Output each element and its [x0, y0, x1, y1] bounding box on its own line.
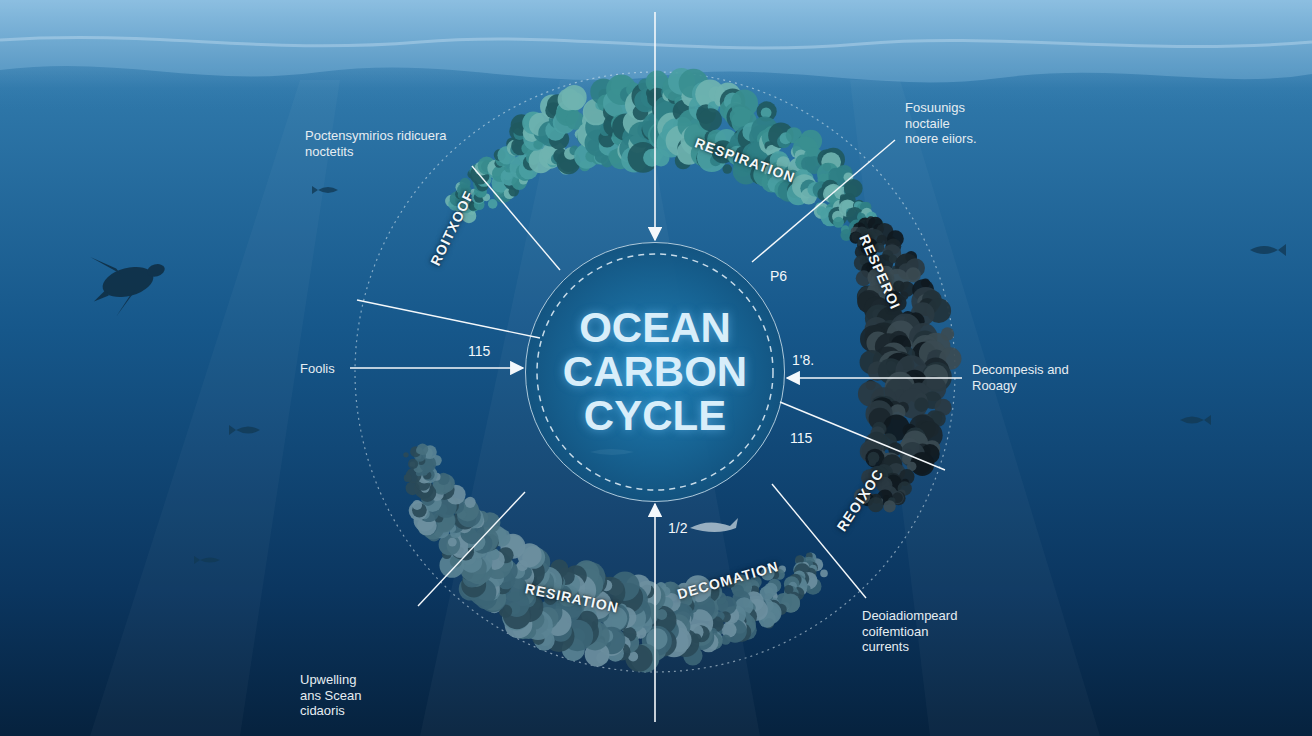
- coral-blob: [761, 107, 772, 118]
- leader-lines: [357, 140, 945, 606]
- surface-wave: [0, 0, 1312, 82]
- coral-blob: [833, 217, 844, 228]
- process-label: REOIXOC: [833, 466, 886, 534]
- water-surface: [0, 0, 1312, 110]
- coral-blob: [465, 497, 476, 508]
- coral-blob: [723, 164, 733, 174]
- coral-blob: [403, 452, 408, 457]
- coral-blob: [460, 178, 471, 189]
- flow-arrow: [350, 367, 523, 369]
- cycle-core: OCEAN CARBON CYCLE: [525, 242, 785, 502]
- coral-blob: [869, 459, 876, 466]
- coral-blob: [448, 538, 457, 547]
- inner-ring: [537, 254, 773, 490]
- leader-line: [357, 300, 540, 338]
- coral-blob: [914, 398, 928, 412]
- core-disc: [525, 242, 785, 502]
- surface-wave: [0, 38, 1312, 48]
- callout-number: 1'8.: [792, 352, 814, 368]
- flow-arrow: [654, 12, 656, 240]
- leader-line: [780, 402, 945, 470]
- callout-number: 115: [790, 430, 812, 446]
- process-label: RESPEROI: [856, 232, 903, 312]
- flow-arrow: [787, 377, 962, 379]
- coral-blob: [784, 585, 793, 594]
- coral-blob: [868, 497, 883, 512]
- leader-line: [472, 166, 560, 270]
- annotation-note: Deoiadiompeard coifemtioan currents: [862, 608, 974, 655]
- annotation-note: Fosuunigs noctaile noere eiiors.: [905, 100, 985, 147]
- turtle-figure: [82, 239, 173, 321]
- callout-number: P6: [770, 268, 787, 284]
- process-label: RESIRATION: [524, 580, 621, 615]
- core-title: OCEAN CARBON CYCLE: [555, 306, 755, 438]
- coral-blob: [417, 444, 428, 455]
- fish-figure: [194, 186, 1286, 564]
- coral-blob: [699, 108, 722, 131]
- light-ray: [850, 80, 1100, 736]
- callout-number: 115: [468, 343, 490, 359]
- annotation-note: Foolis: [300, 361, 335, 377]
- callout-number: 1/2: [668, 520, 687, 536]
- process-label: ROITXOOF: [427, 188, 477, 268]
- light-ray: [420, 80, 760, 736]
- coral-blob: [820, 570, 828, 578]
- coral-blob: [412, 500, 422, 510]
- coral-blob: [488, 199, 498, 209]
- process-label: RESPIRATION: [693, 134, 798, 185]
- coral-ring: [403, 68, 961, 672]
- coral-blob: [883, 500, 895, 512]
- coral-blob: [562, 85, 587, 110]
- annotation-note: Decompesis and Rooagy: [972, 362, 1082, 393]
- light-ray: [90, 80, 340, 736]
- flow-arrow: [654, 504, 656, 722]
- annotation-note: Upwelling ans Scean cidaoris: [300, 672, 380, 719]
- annotation-note: Poctensymirios ridicuera noctetits: [305, 128, 480, 159]
- process-label: DECOMATION: [676, 558, 781, 602]
- leader-line: [418, 492, 525, 606]
- coral-blob: [404, 474, 412, 482]
